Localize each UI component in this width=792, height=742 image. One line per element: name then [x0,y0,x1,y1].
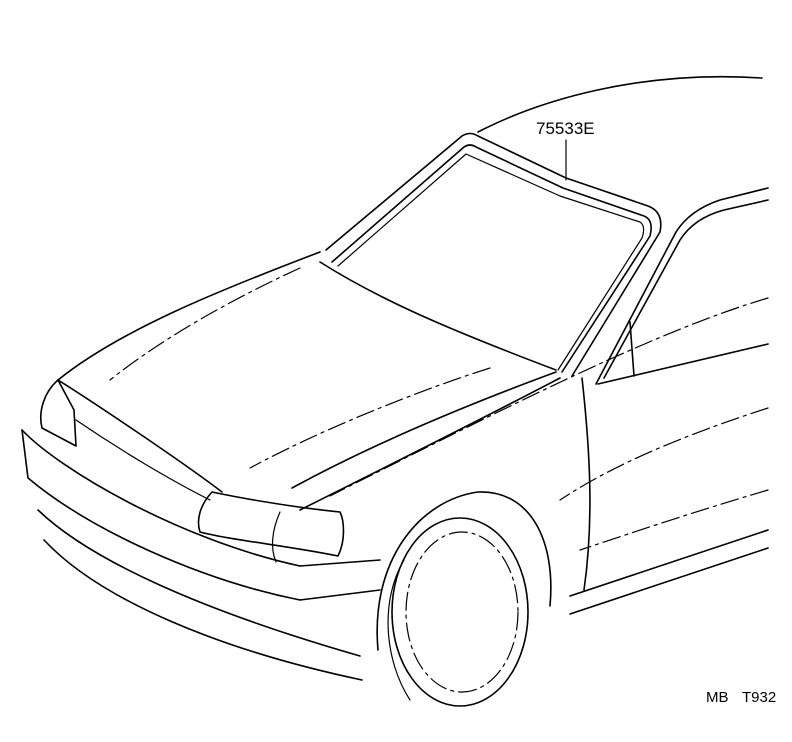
hood-front-edge [57,379,223,493]
hood-left-edge [57,251,321,381]
door-front-edge [581,377,591,591]
windshield-molding-outer [325,132,662,377]
windshield-base-line [319,261,557,371]
door-frame [595,187,769,385]
roof-line [477,75,763,133]
diagram-code-left: MB [706,689,729,706]
fender-crease [329,297,769,497]
fender-line [299,377,561,511]
windshield-molding-inner2 [337,153,645,371]
door-pillar [629,321,635,377]
hood-right-edge [291,371,557,489]
wheel-arch [376,491,552,651]
part-number-label: 75533E [536,119,595,138]
windshield-molding-inner [331,144,652,373]
headlight-divider [271,511,281,563]
hood-crease-2 [249,367,491,469]
hood-crease [109,267,301,381]
body-side-line-1 [559,407,769,501]
tire-tread [387,559,411,701]
bumper-side [299,559,381,567]
diagram-code-right: T932 [742,689,776,706]
bumper-bottom [43,539,363,681]
front-corner-light [40,379,77,447]
door-window-bottom [597,343,769,385]
door-frame-inner [603,199,769,379]
tire-outer [391,517,529,707]
rocker-line-2 [569,547,769,615]
bumper-side-2 [299,589,381,601]
headlight [197,491,345,557]
bumper-face [21,429,301,601]
body-side-line-2 [579,489,769,551]
wheel-rim [405,531,519,693]
rocker-line-1 [569,529,769,597]
bumper-top [21,429,301,567]
grille-top [75,419,211,501]
bumper-lower [37,509,361,657]
